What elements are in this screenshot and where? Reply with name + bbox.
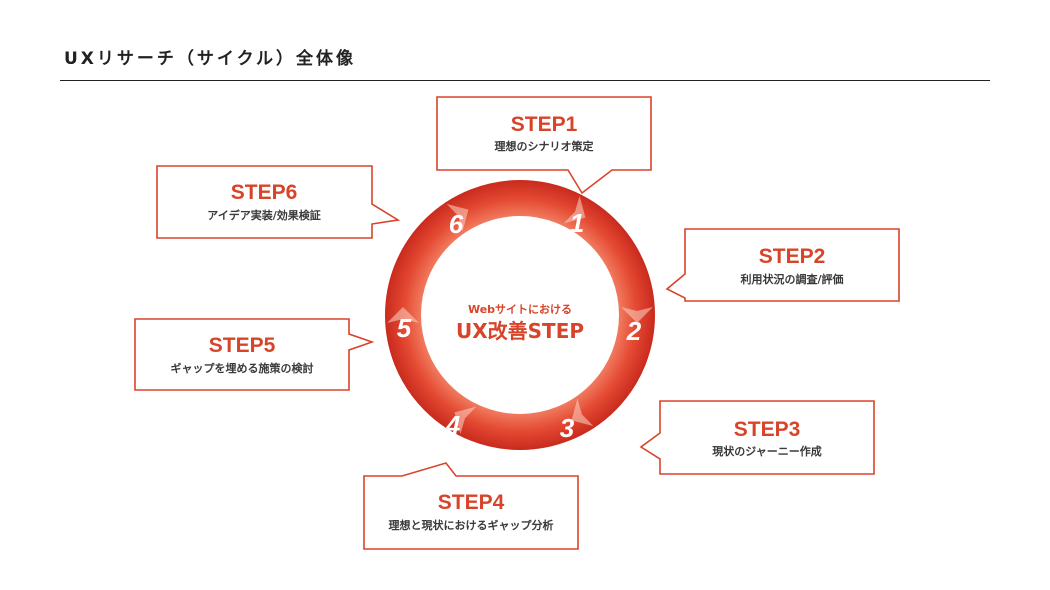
page-title: UXリサーチ（サイクル）全体像: [64, 49, 357, 69]
step4-description: 理想と現状におけるギャップ分析: [389, 518, 554, 532]
cycle-number-5: 5: [397, 313, 412, 343]
cycle-number-6: 6: [449, 209, 464, 239]
cycle-number-2: 2: [626, 316, 642, 346]
step5-bubble: [134, 318, 375, 391]
step5-label: STEP5: [209, 334, 276, 357]
step2-description: 利用状況の調査/評価: [740, 272, 843, 286]
step2-label: STEP2: [759, 245, 826, 268]
step3-callout: STEP3 現状のジャーニー作成: [639, 400, 875, 475]
step6-description: アイデア実装/効果検証: [207, 208, 320, 222]
step4-callout: STEP4 理想と現状におけるギャップ分析: [363, 462, 579, 550]
cycle-ring: [385, 180, 655, 450]
step1-description: 理想のシナリオ策定: [495, 139, 594, 153]
step6-label: STEP6: [231, 181, 298, 204]
step3-label: STEP3: [734, 418, 801, 441]
cycle-number-4: 4: [445, 410, 461, 440]
cycle-number-3: 3: [560, 413, 575, 443]
step6-callout: STEP6 アイデア実装/効果検証: [156, 165, 401, 239]
center-subtitle: Webサイトにおける: [468, 303, 572, 316]
step5-description: ギャップを埋める施策の検討: [171, 361, 314, 375]
cycle-arrow-chevrons: [387, 195, 653, 435]
step5-callout: STEP5 ギャップを埋める施策の検討: [134, 318, 375, 391]
step3-description: 現状のジャーニー作成: [712, 444, 821, 458]
step4-label: STEP4: [438, 491, 505, 514]
title-divider: [60, 80, 990, 81]
step2-bubble: [665, 228, 900, 302]
cycle-number-1: 1: [570, 208, 584, 238]
step3-bubble: [639, 400, 875, 475]
step2-callout: STEP2 利用状況の調査/評価: [665, 228, 900, 302]
step1-bubble: [436, 96, 652, 195]
step1-label: STEP1: [511, 113, 578, 136]
step1-callout: STEP1 理想のシナリオ策定: [436, 96, 652, 195]
step4-bubble: [363, 462, 579, 550]
center-title: UX改善STEP: [456, 319, 584, 343]
step6-bubble: [156, 165, 401, 239]
